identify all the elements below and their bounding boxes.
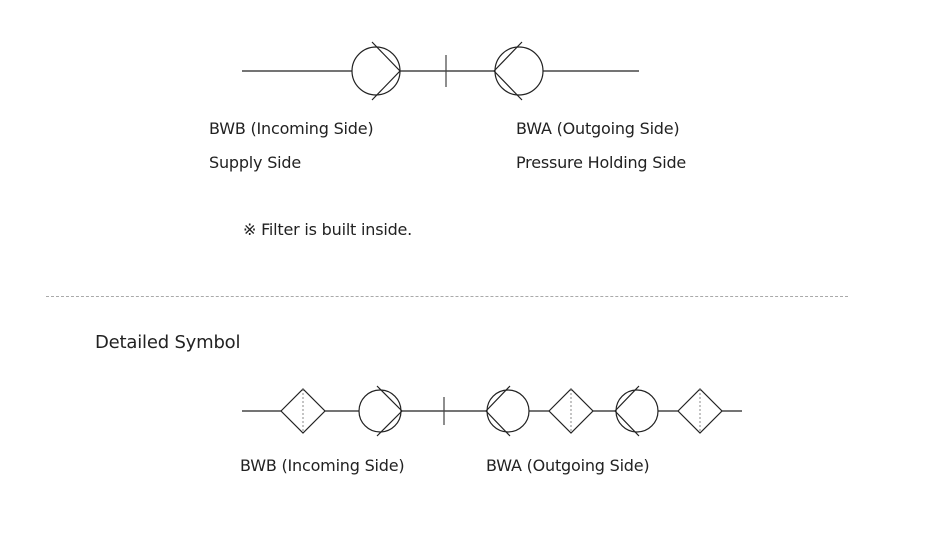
detailed-outgoing-check-valve-ball-1 (486, 389, 530, 433)
detailed-outgoing-check-valve-seat-2 (614, 385, 640, 437)
simple-incoming-label: BWB (Incoming Side) (209, 119, 374, 138)
detailed-incoming-check-valve-ball (358, 389, 402, 433)
simple-incoming-check-valve-seat (371, 41, 401, 101)
simple-outgoing-label: BWA (Outgoing Side) (516, 119, 680, 138)
detailed-incoming-check-valve-seat (376, 385, 403, 437)
detailed-outgoing-check-valve-seat-1 (485, 385, 511, 437)
section-divider (46, 296, 848, 297)
simple-outgoing-sublabel: Pressure Holding Side (516, 153, 687, 172)
simple-incoming-sublabel: Supply Side (209, 153, 302, 172)
simple-outgoing-check-valve-ball (494, 46, 544, 96)
detailed-incoming-label: BWB (Incoming Side) (240, 456, 405, 475)
filter-note: ※ Filter is built inside. (243, 220, 413, 239)
detailed-symbol (242, 385, 742, 437)
detailed-symbol-title: Detailed Symbol (95, 332, 241, 353)
simple-incoming-check-valve-ball (351, 46, 401, 96)
detailed-outgoing-label: BWA (Outgoing Side) (486, 456, 650, 475)
simple-outgoing-check-valve-seat (493, 41, 523, 101)
detailed-outgoing-check-valve-ball-2 (615, 389, 659, 433)
simple-symbol (242, 41, 639, 101)
